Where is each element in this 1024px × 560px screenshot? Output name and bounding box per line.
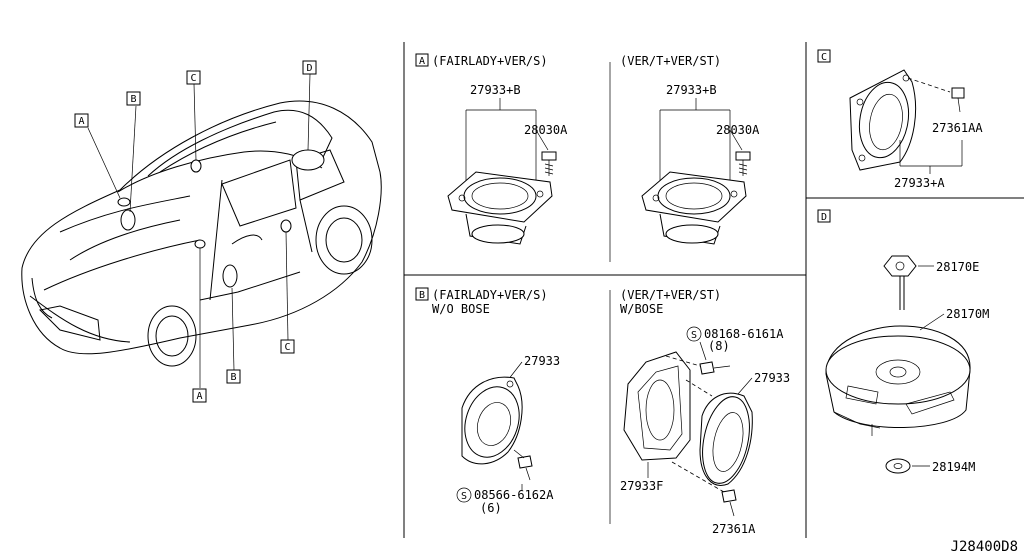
svg-text:C: C	[821, 52, 827, 63]
section-d-woofer	[825, 325, 971, 436]
section-b-right-bolt-part: 08168-6161A	[704, 327, 784, 341]
section-a-right-screw-part: 28030A	[716, 123, 760, 137]
section-d-tag: D	[817, 209, 831, 223]
section-d: D 28170E 28170M 28194M	[817, 209, 989, 474]
section-b-right-bracket-part: 27933F	[620, 479, 663, 493]
section-b-right-speaker-part: 27933	[754, 371, 790, 385]
section-b-right-bolt-qty: (8)	[708, 339, 730, 353]
svg-text:D: D	[306, 63, 312, 74]
section-b-left-variant: (FAIRLADY+VER/S)	[432, 288, 548, 302]
section-d-woofer-part: 28170M	[946, 307, 989, 321]
svg-text:D: D	[821, 212, 827, 223]
section-d-washer	[885, 458, 911, 474]
section-a-left-speaker	[447, 171, 553, 245]
section-b-tag: B	[415, 287, 429, 301]
diagram-code: J28400D8	[951, 539, 1018, 555]
section-c-speaker	[849, 69, 951, 171]
section-b-right-screw	[721, 489, 737, 517]
svg-text:C: C	[284, 342, 290, 353]
section-a-left-speaker-part: 27933+B	[470, 83, 521, 97]
car-illustration	[21, 100, 382, 367]
section-a-right-variant: (VER/T+VER/ST)	[620, 54, 721, 68]
section-b-left-variant-line2: W/O BOSE	[432, 302, 490, 316]
section-a-tag: A	[415, 53, 429, 67]
section-c: C 27361AA 27933+A	[817, 49, 983, 190]
section-a-left-screw-part: 28030A	[524, 123, 568, 137]
svg-text:C: C	[190, 73, 196, 84]
section-a-left-variant: (FAIRLADY+VER/S)	[432, 54, 548, 68]
section-b-right-variant-line2: W/BOSE	[620, 302, 663, 316]
callout-box-d-top: D	[302, 60, 317, 75]
section-b-right-bracket	[623, 351, 713, 461]
section-c-screw-part: 27361AA	[932, 121, 983, 135]
callout-box-b-front: B	[126, 91, 141, 106]
svg-text:B: B	[419, 290, 425, 301]
section-b-right-variant: (VER/T+VER/ST)	[620, 288, 721, 302]
svg-text:B: B	[230, 372, 236, 383]
svg-text:B: B	[130, 94, 136, 105]
section-b-left-speaker-part: 27933	[524, 354, 560, 368]
section-b-right-bolt	[699, 361, 731, 375]
section-c-tag: C	[817, 49, 831, 63]
section-b-right-bolt-symbol: S	[686, 326, 702, 342]
section-d-washer-part: 28194M	[932, 460, 975, 474]
section-a-left-screw	[541, 151, 557, 176]
section-b: B (FAIRLADY+VER/S) W/O BOSE (VER/T+VER/S…	[415, 287, 790, 536]
callout-box-a-front: A	[74, 113, 89, 128]
section-a-right-speaker-part: 27933+B	[666, 83, 717, 97]
section-b-right-screw-part: 27361A	[712, 522, 756, 536]
section-a: A (FAIRLADY+VER/S) (VER/T+VER/ST) 27933+…	[415, 53, 760, 245]
svg-text:S: S	[461, 491, 467, 502]
callout-box-c-bottom: C	[280, 339, 295, 354]
section-b-left-speaker	[461, 376, 523, 465]
panel-dividers	[403, 42, 1024, 538]
car-callouts: A B C D A B C	[74, 60, 317, 403]
svg-text:A: A	[419, 56, 425, 67]
svg-text:A: A	[196, 391, 202, 402]
callout-box-a-bottom: A	[192, 388, 207, 403]
section-b-left-screw-symbol: S	[456, 487, 472, 503]
section-d-cap	[883, 255, 917, 310]
section-b-left-screw-part: 08566-6162A	[474, 488, 554, 502]
section-a-right-screw	[735, 151, 751, 176]
section-b-left-screw	[513, 449, 533, 481]
svg-text:A: A	[78, 116, 84, 127]
callout-box-c-top: C	[186, 70, 201, 85]
section-b-left-screw-qty: (6)	[480, 501, 502, 515]
svg-text:S: S	[691, 330, 697, 341]
section-b-right-speaker	[699, 392, 753, 486]
callout-box-b-bottom: B	[226, 369, 241, 384]
section-d-cap-part: 28170E	[936, 260, 979, 274]
section-c-screw	[951, 87, 965, 113]
section-a-right-speaker	[641, 171, 747, 245]
section-c-speaker-part: 27933+A	[894, 176, 945, 190]
